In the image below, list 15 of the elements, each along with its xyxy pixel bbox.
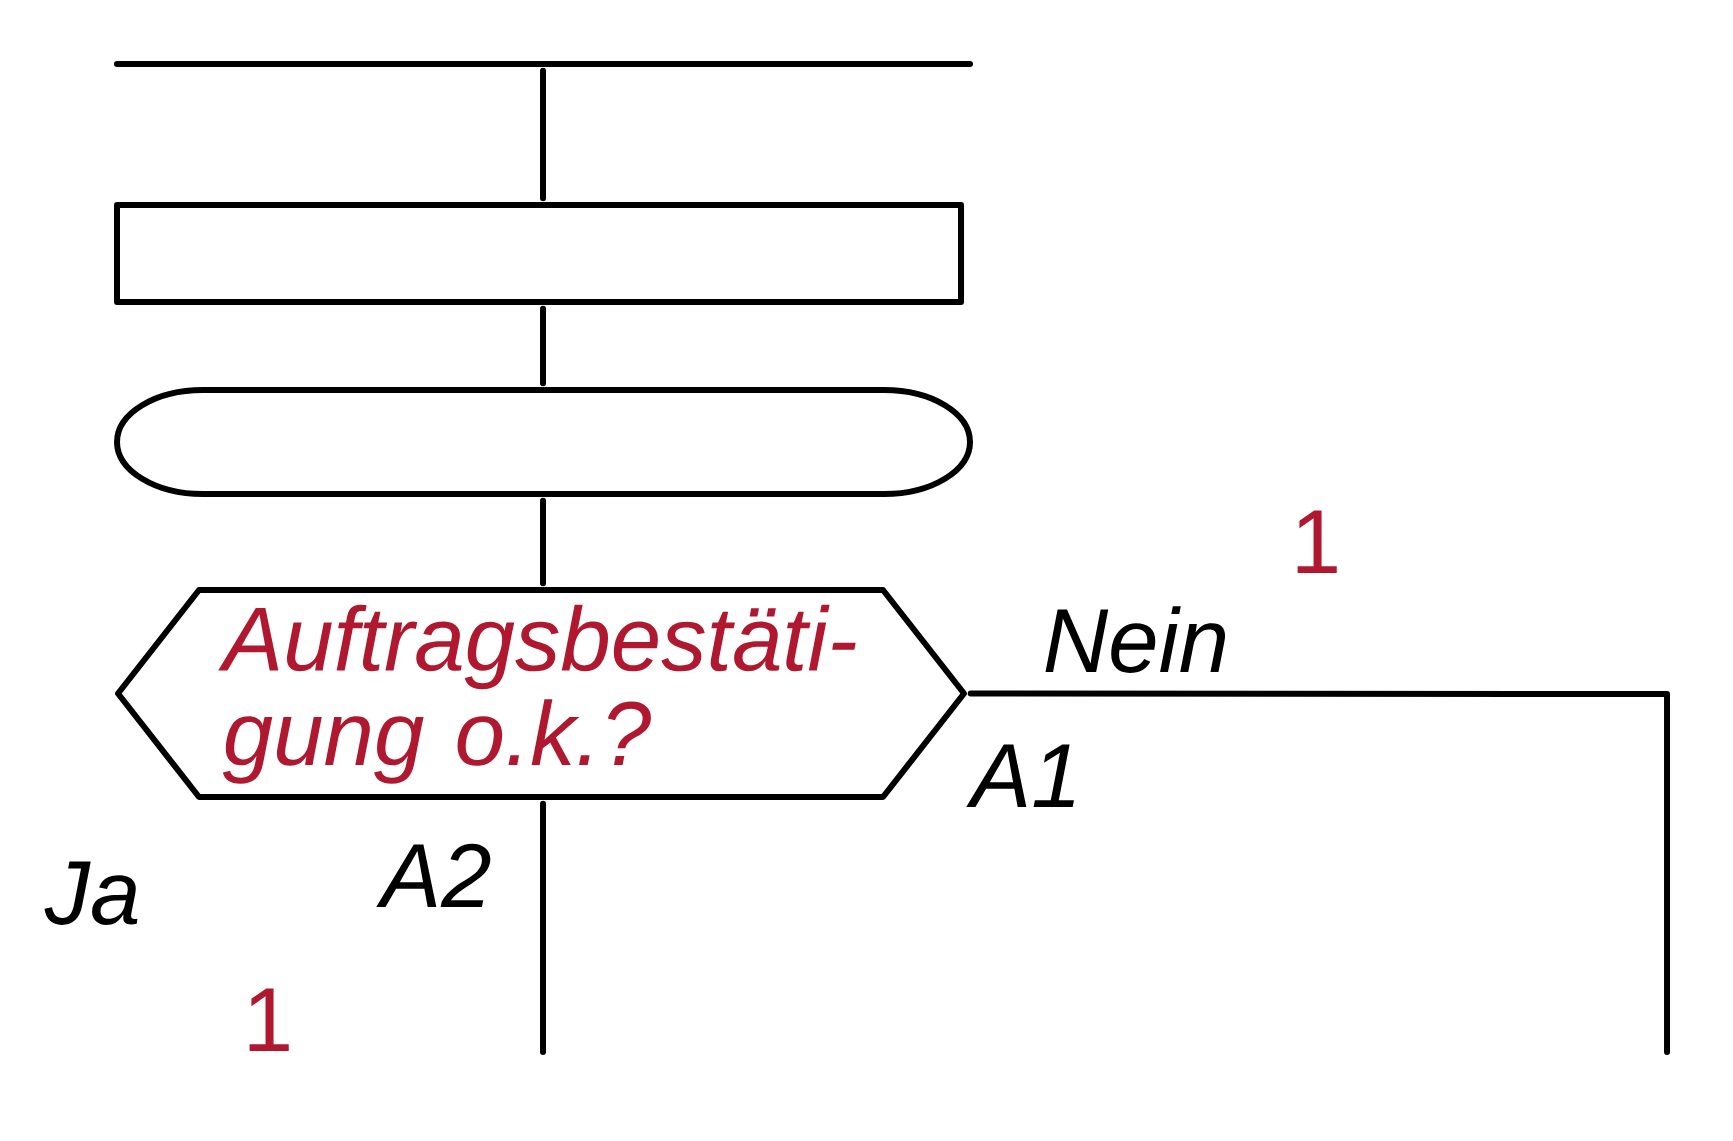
- terminal-capsule: [114, 387, 973, 497]
- edge-label: Nein: [1045, 606, 1226, 673]
- exit-label: A1: [966, 744, 1074, 807]
- branch-label: Ja: [44, 861, 138, 925]
- connector-line: [540, 497, 546, 587]
- exit-label: A2: [376, 843, 491, 907]
- horizontal-bar: [114, 61, 973, 67]
- process-box: [114, 202, 964, 305]
- connector-line: [967, 690, 1671, 1055]
- connector-line: [540, 305, 546, 387]
- decision-hexagon: Auftragsbestäti- gung o.k.?: [115, 587, 967, 800]
- connector-line: [540, 67, 546, 202]
- connector-number: 1: [249, 988, 289, 1051]
- connector-line: [540, 800, 546, 1055]
- connector-number: 1: [1297, 510, 1337, 573]
